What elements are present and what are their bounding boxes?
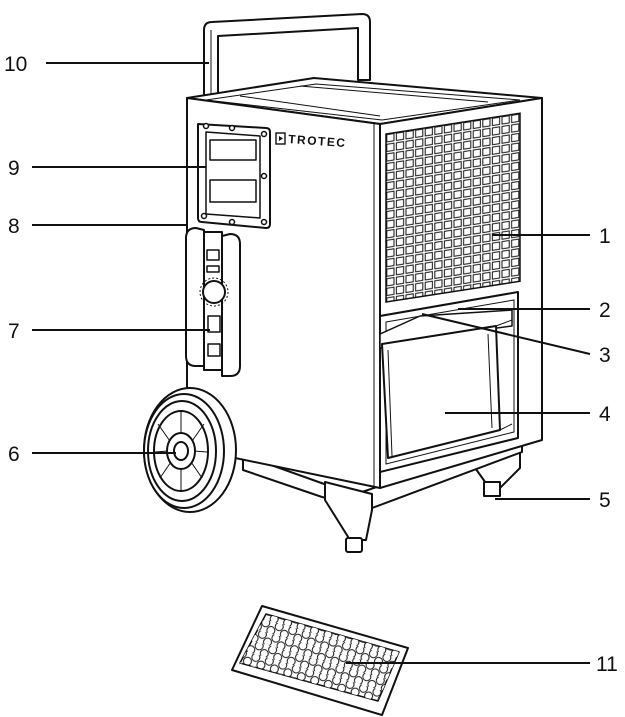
- hour-meter-panel: [197, 122, 271, 229]
- air-intake-grille: [385, 112, 521, 303]
- label-1: 1: [599, 225, 611, 248]
- status-indicator: [206, 249, 220, 261]
- label-9: 9: [8, 157, 20, 180]
- transport-wheel: [143, 387, 237, 513]
- socket: [207, 343, 221, 357]
- label-11: 11: [596, 653, 618, 676]
- label-3: 3: [599, 344, 611, 367]
- callout-numbers: 10 9 8 7 6 1 2 3 4 5 11: [4, 53, 618, 676]
- control-panel: [185, 227, 241, 377]
- label-4: 4: [599, 403, 611, 426]
- water-tank-bay: [379, 291, 519, 473]
- power-switch: [207, 315, 221, 333]
- rotary-knob: [202, 280, 226, 304]
- brand-logo: TROTEC: [275, 132, 347, 150]
- callout-lines: [32, 62, 591, 664]
- label-5: 5: [599, 489, 611, 512]
- label-7: 7: [8, 320, 20, 343]
- callout-line-3: [421, 313, 591, 355]
- front-foot: [324, 481, 373, 553]
- carry-handle: [203, 13, 371, 101]
- label-10: 10: [4, 53, 27, 76]
- label-6: 6: [8, 443, 20, 466]
- brand-text: TROTEC: [288, 132, 347, 150]
- label-8: 8: [8, 215, 20, 238]
- air-filter: [231, 605, 409, 716]
- label-2: 2: [599, 299, 611, 322]
